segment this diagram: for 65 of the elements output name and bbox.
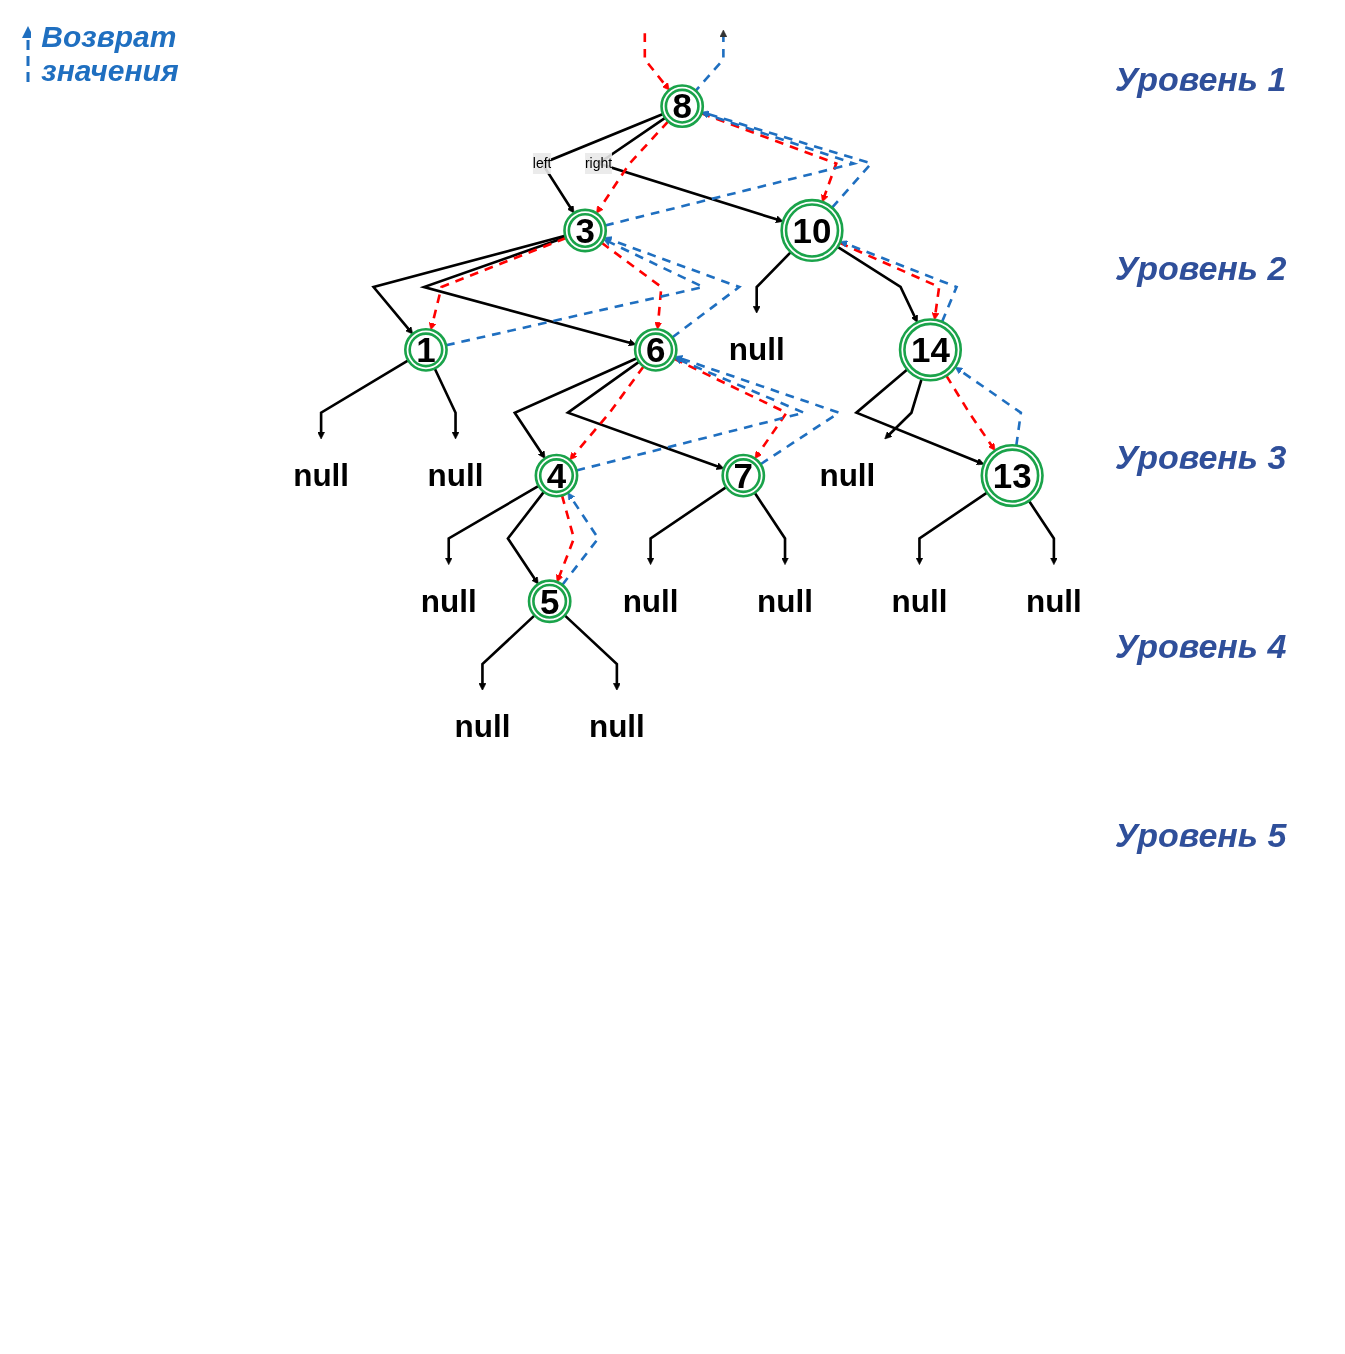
node-text: null — [757, 582, 813, 619]
arrow — [884, 378, 923, 440]
arrow — [600, 241, 663, 330]
node-circle: 5 — [527, 579, 572, 624]
arrow — [561, 492, 600, 586]
edge-label: left — [532, 155, 552, 171]
arrow — [753, 492, 789, 565]
node-text: null — [420, 582, 477, 619]
arrow — [694, 29, 728, 92]
arrow — [839, 240, 959, 323]
arrow — [317, 359, 409, 440]
arrow — [945, 375, 996, 451]
arrow — [565, 360, 725, 470]
node-text: null — [427, 457, 484, 494]
node-text: null — [891, 582, 948, 619]
node-circle: 8 — [660, 84, 705, 129]
arrow — [646, 486, 727, 565]
node-text: null — [293, 457, 350, 494]
node-text: null — [588, 708, 645, 745]
legend-text: Возврат значения — [41, 20, 180, 88]
node-text: null — [819, 457, 876, 494]
node-text: null — [1025, 582, 1082, 619]
node-circle: 14 — [898, 318, 963, 382]
arrow — [428, 236, 567, 331]
arrow — [563, 614, 621, 691]
node-circle: 6 — [633, 327, 678, 372]
arrow — [701, 112, 838, 203]
arrow — [1027, 500, 1058, 565]
arrow — [478, 614, 536, 691]
level-label: Уровень 3 — [1115, 438, 1287, 477]
arrow — [433, 367, 460, 440]
arrow — [643, 33, 670, 91]
arrow — [371, 234, 566, 335]
arrow — [506, 491, 545, 585]
arrow — [596, 120, 670, 214]
arrow — [556, 495, 576, 583]
arrow — [512, 357, 638, 459]
node-text: null — [622, 582, 679, 619]
node-circle: 7 — [721, 453, 766, 498]
node-circle: 1 — [404, 327, 448, 372]
arrow — [674, 355, 842, 466]
arrow — [954, 366, 1023, 446]
arrow — [595, 116, 784, 223]
level-label: Уровень 2 — [1115, 249, 1287, 288]
arrow — [569, 365, 645, 461]
arrow — [853, 368, 985, 466]
node-circle: 10 — [780, 198, 844, 263]
node-text: null — [728, 331, 785, 368]
arrow — [836, 245, 918, 323]
arrow — [604, 236, 742, 339]
arrow — [915, 491, 988, 565]
node-circle: 13 — [980, 443, 1044, 508]
node-circle: 4 — [534, 453, 579, 498]
arrow — [673, 357, 789, 459]
arrow — [604, 111, 859, 227]
arrow — [444, 484, 540, 565]
level-label: Уровень 5 — [1115, 816, 1287, 855]
node-text: null — [454, 708, 511, 745]
level-label: Уровень 1 — [1115, 60, 1287, 99]
arrow — [839, 241, 941, 321]
arrow — [752, 251, 792, 314]
edge-label: right — [584, 155, 613, 171]
level-label: Уровень 4 — [1115, 627, 1287, 666]
node-circle: 3 — [563, 208, 608, 253]
arrow — [419, 236, 637, 347]
